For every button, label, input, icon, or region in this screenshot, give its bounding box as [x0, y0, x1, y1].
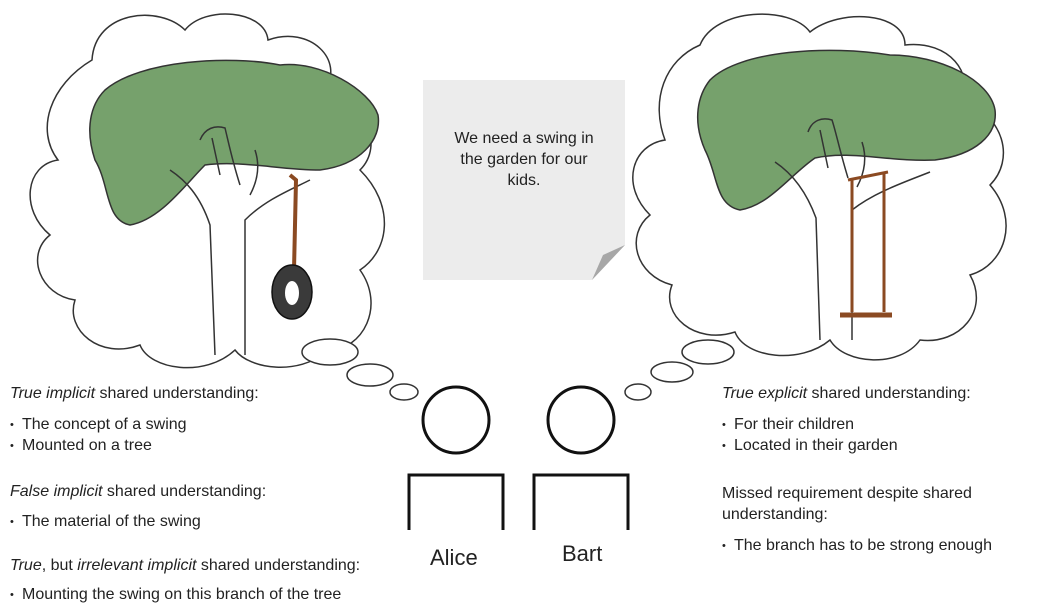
heading-rest: shared understanding:: [102, 483, 267, 500]
plank-swing: [840, 170, 892, 318]
left-section2-item: The material of the swing: [10, 512, 201, 532]
right-thought-bubble-1: [681, 339, 735, 365]
left-section1-item: Mounted on a tree: [10, 436, 152, 456]
note-line: the garden for our: [460, 151, 588, 168]
left-section2-heading: False implicit shared understanding:: [10, 482, 266, 502]
heading-italic: False implicit: [10, 483, 103, 500]
left-tree-trunk: [169, 126, 311, 356]
right-section2-heading-line: Missed requirement despite shared: [722, 485, 972, 502]
right-section1-item: For their children: [722, 415, 854, 435]
left-tree-foliage: [89, 59, 380, 226]
right-section1-item: Located in their garden: [722, 436, 898, 456]
bart-name: Bart: [562, 541, 603, 566]
note-text: We need a swing in the garden for our ki…: [425, 128, 623, 191]
alice-figure: [407, 385, 505, 530]
item-text: Located in their garden: [734, 437, 898, 454]
right-tree-foliage: [697, 49, 996, 211]
heading-rest: shared understanding:: [196, 557, 361, 574]
item-text: The material of the swing: [22, 513, 201, 530]
left-section1-item: The concept of a swing: [10, 415, 187, 435]
heading-italic: True explicit: [722, 385, 808, 402]
heading-italic: True: [10, 557, 42, 574]
left-section3-heading: True, but irrelevant implicit shared und…: [10, 556, 408, 576]
right-thought-bubble-2: [650, 361, 694, 383]
heading-mid: , but: [41, 557, 78, 574]
sticky-note: [423, 80, 625, 280]
tire-swing: [271, 173, 313, 320]
item-text: For their children: [734, 416, 855, 433]
note-line: We need a swing in: [454, 130, 594, 147]
item-text: Mounted on a tree: [22, 437, 152, 454]
item-text: The branch has to be strong enough: [734, 537, 992, 554]
left-section3-item: Mounting the swing on this branch of the…: [10, 585, 341, 605]
heading-italic: irrelevant implicit: [77, 557, 197, 574]
right-thought-bubble-3: [624, 383, 652, 401]
right-section2-heading-line: understanding:: [722, 506, 828, 523]
heading-rest: shared understanding:: [807, 385, 971, 402]
bart-figure: [532, 385, 630, 530]
heading-rest: shared understanding:: [95, 385, 259, 402]
item-text: Mounting the swing on this branch of the…: [22, 586, 342, 603]
right-section2-item: The branch has to be strong enough: [722, 536, 992, 556]
left-thought-bubble-2: [346, 363, 394, 387]
right-section1-heading: True explicit shared understanding:: [722, 384, 971, 404]
left-thought-bubble-3: [389, 383, 419, 401]
item-text: The concept of a swing: [22, 416, 187, 433]
left-section1-heading: True implicit shared understanding:: [10, 384, 259, 404]
left-thought-bubble-1: [301, 338, 359, 366]
heading-italic: True implicit: [10, 385, 96, 402]
note-line: kids.: [507, 172, 541, 189]
alice-name: Alice: [430, 545, 478, 570]
